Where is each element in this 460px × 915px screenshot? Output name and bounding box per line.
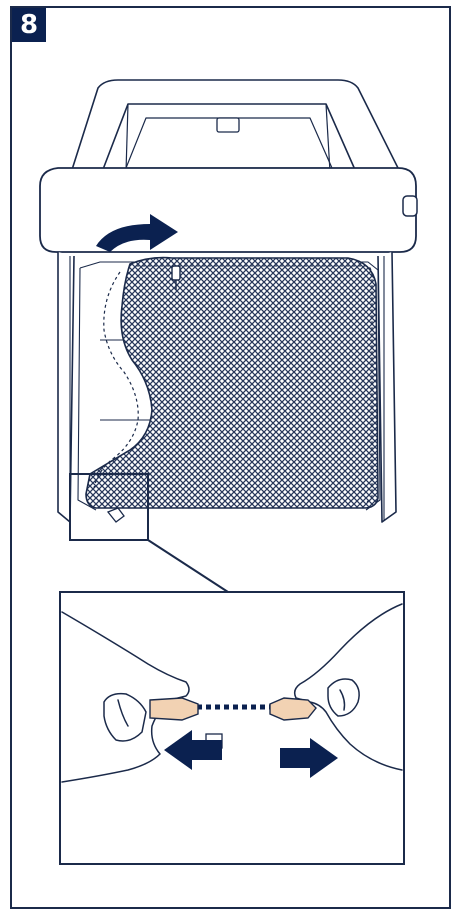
callout-leader-lines	[148, 540, 404, 592]
buckle-right-half	[270, 698, 316, 720]
pen-buckle	[108, 508, 124, 522]
buckle-left-half	[150, 698, 198, 720]
